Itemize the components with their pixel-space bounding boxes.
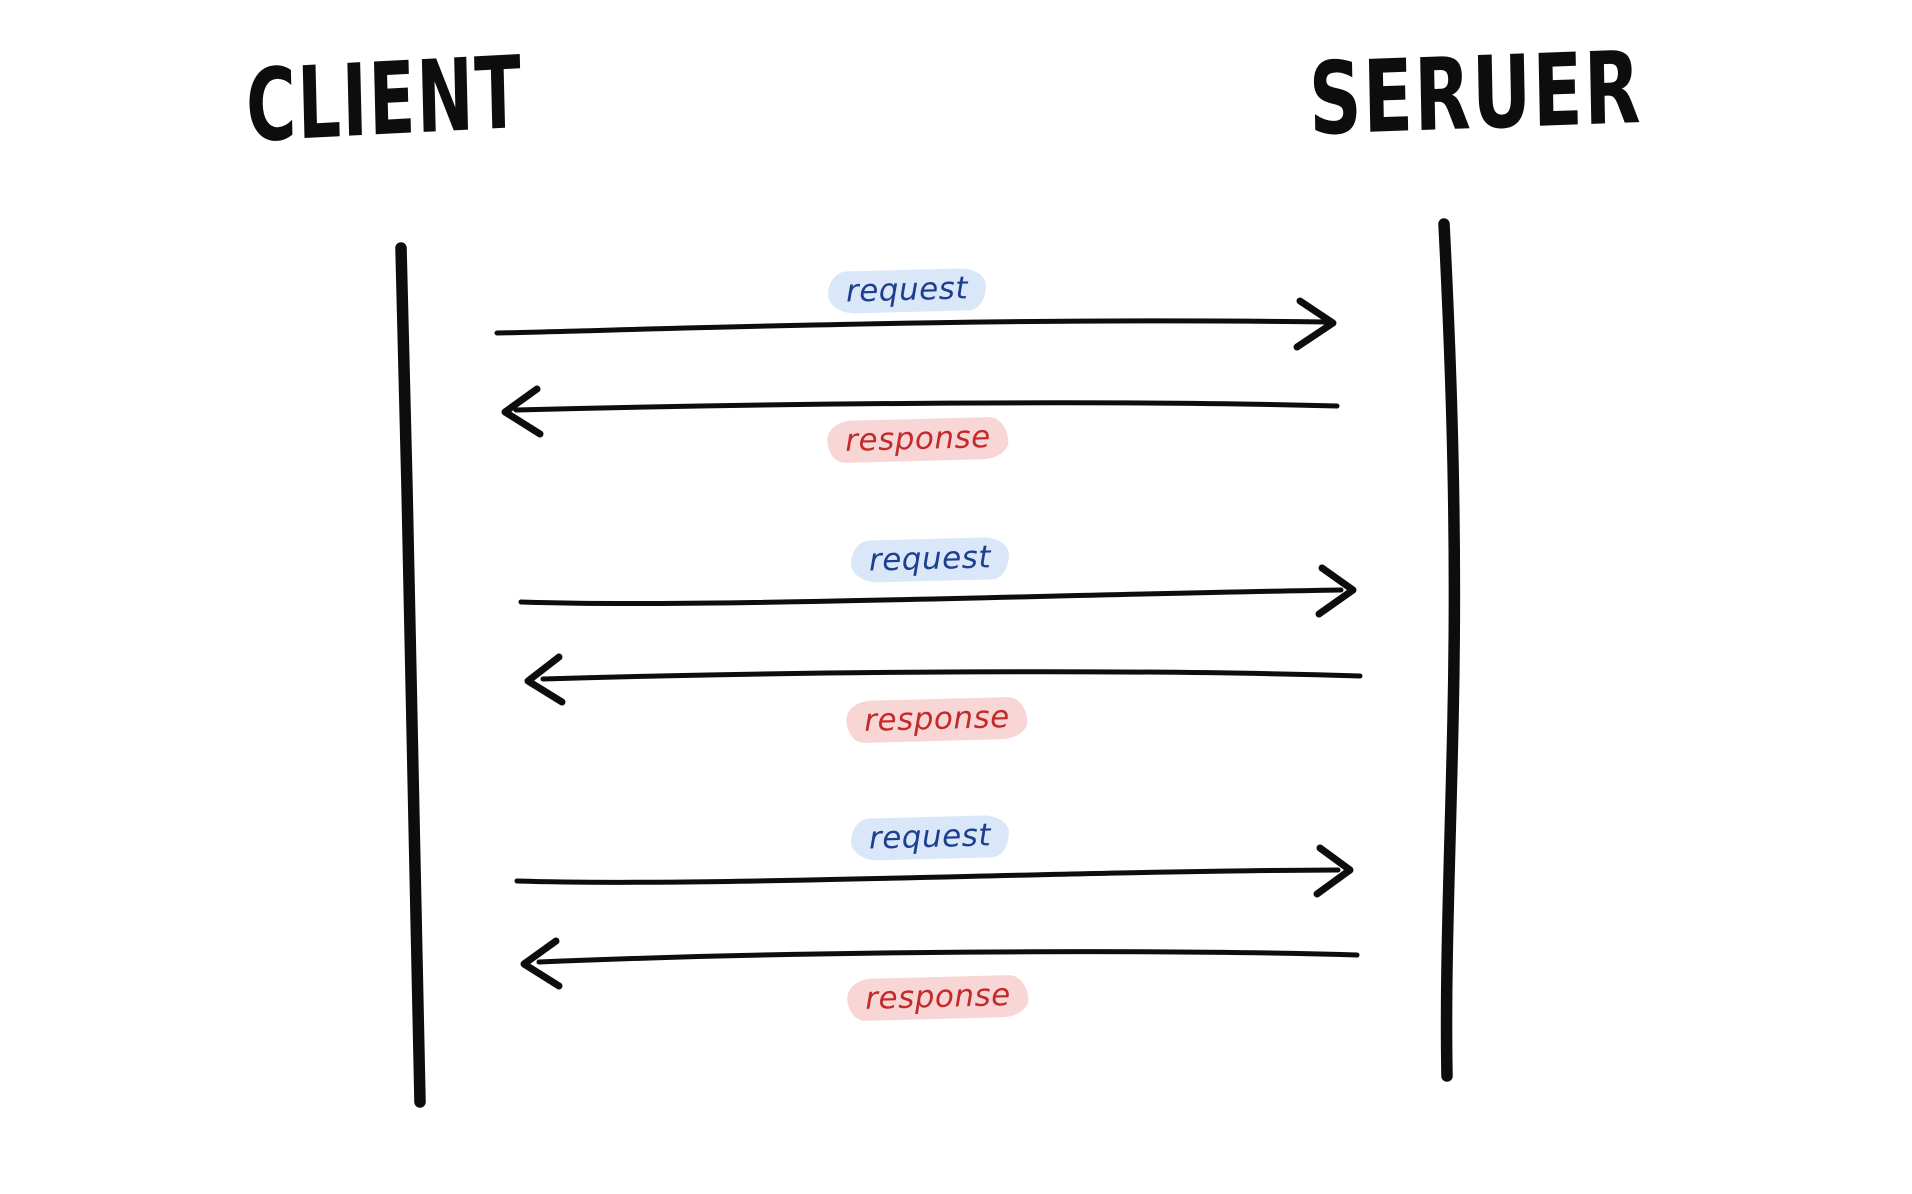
response-label-3-text: response (864, 977, 1012, 1017)
request-label-1-text: request (845, 270, 969, 310)
response-label-2: response (845, 696, 1029, 744)
server-lifeline (1438, 218, 1461, 1082)
response-arrowhead-3 (520, 937, 563, 990)
request-label-3: request (850, 814, 1010, 862)
response-arrow-1 (513, 400, 1340, 413)
request-label-1: request (827, 267, 987, 315)
response-label-1-text: response (844, 419, 992, 459)
response-label-2-text: response (863, 699, 1011, 739)
request-arrow-1 (494, 318, 1329, 336)
request-arrowhead-3 (1313, 844, 1354, 898)
request-label-2-text: request (868, 539, 992, 579)
response-arrow-2 (540, 669, 1363, 682)
response-arrowhead-2 (524, 653, 566, 706)
response-label-3: response (846, 974, 1030, 1022)
response-label-1: response (826, 416, 1010, 464)
client-lifeline (395, 242, 426, 1108)
request-arrowhead-2 (1315, 564, 1357, 618)
response-arrowhead-1 (501, 385, 544, 438)
request-arrow-3 (514, 867, 1341, 885)
response-arrow-3 (536, 949, 1360, 965)
request-label-3-text: request (868, 817, 992, 857)
request-arrowhead-1 (1293, 297, 1337, 351)
request-arrow-2 (518, 587, 1344, 607)
request-label-2: request (850, 536, 1010, 584)
